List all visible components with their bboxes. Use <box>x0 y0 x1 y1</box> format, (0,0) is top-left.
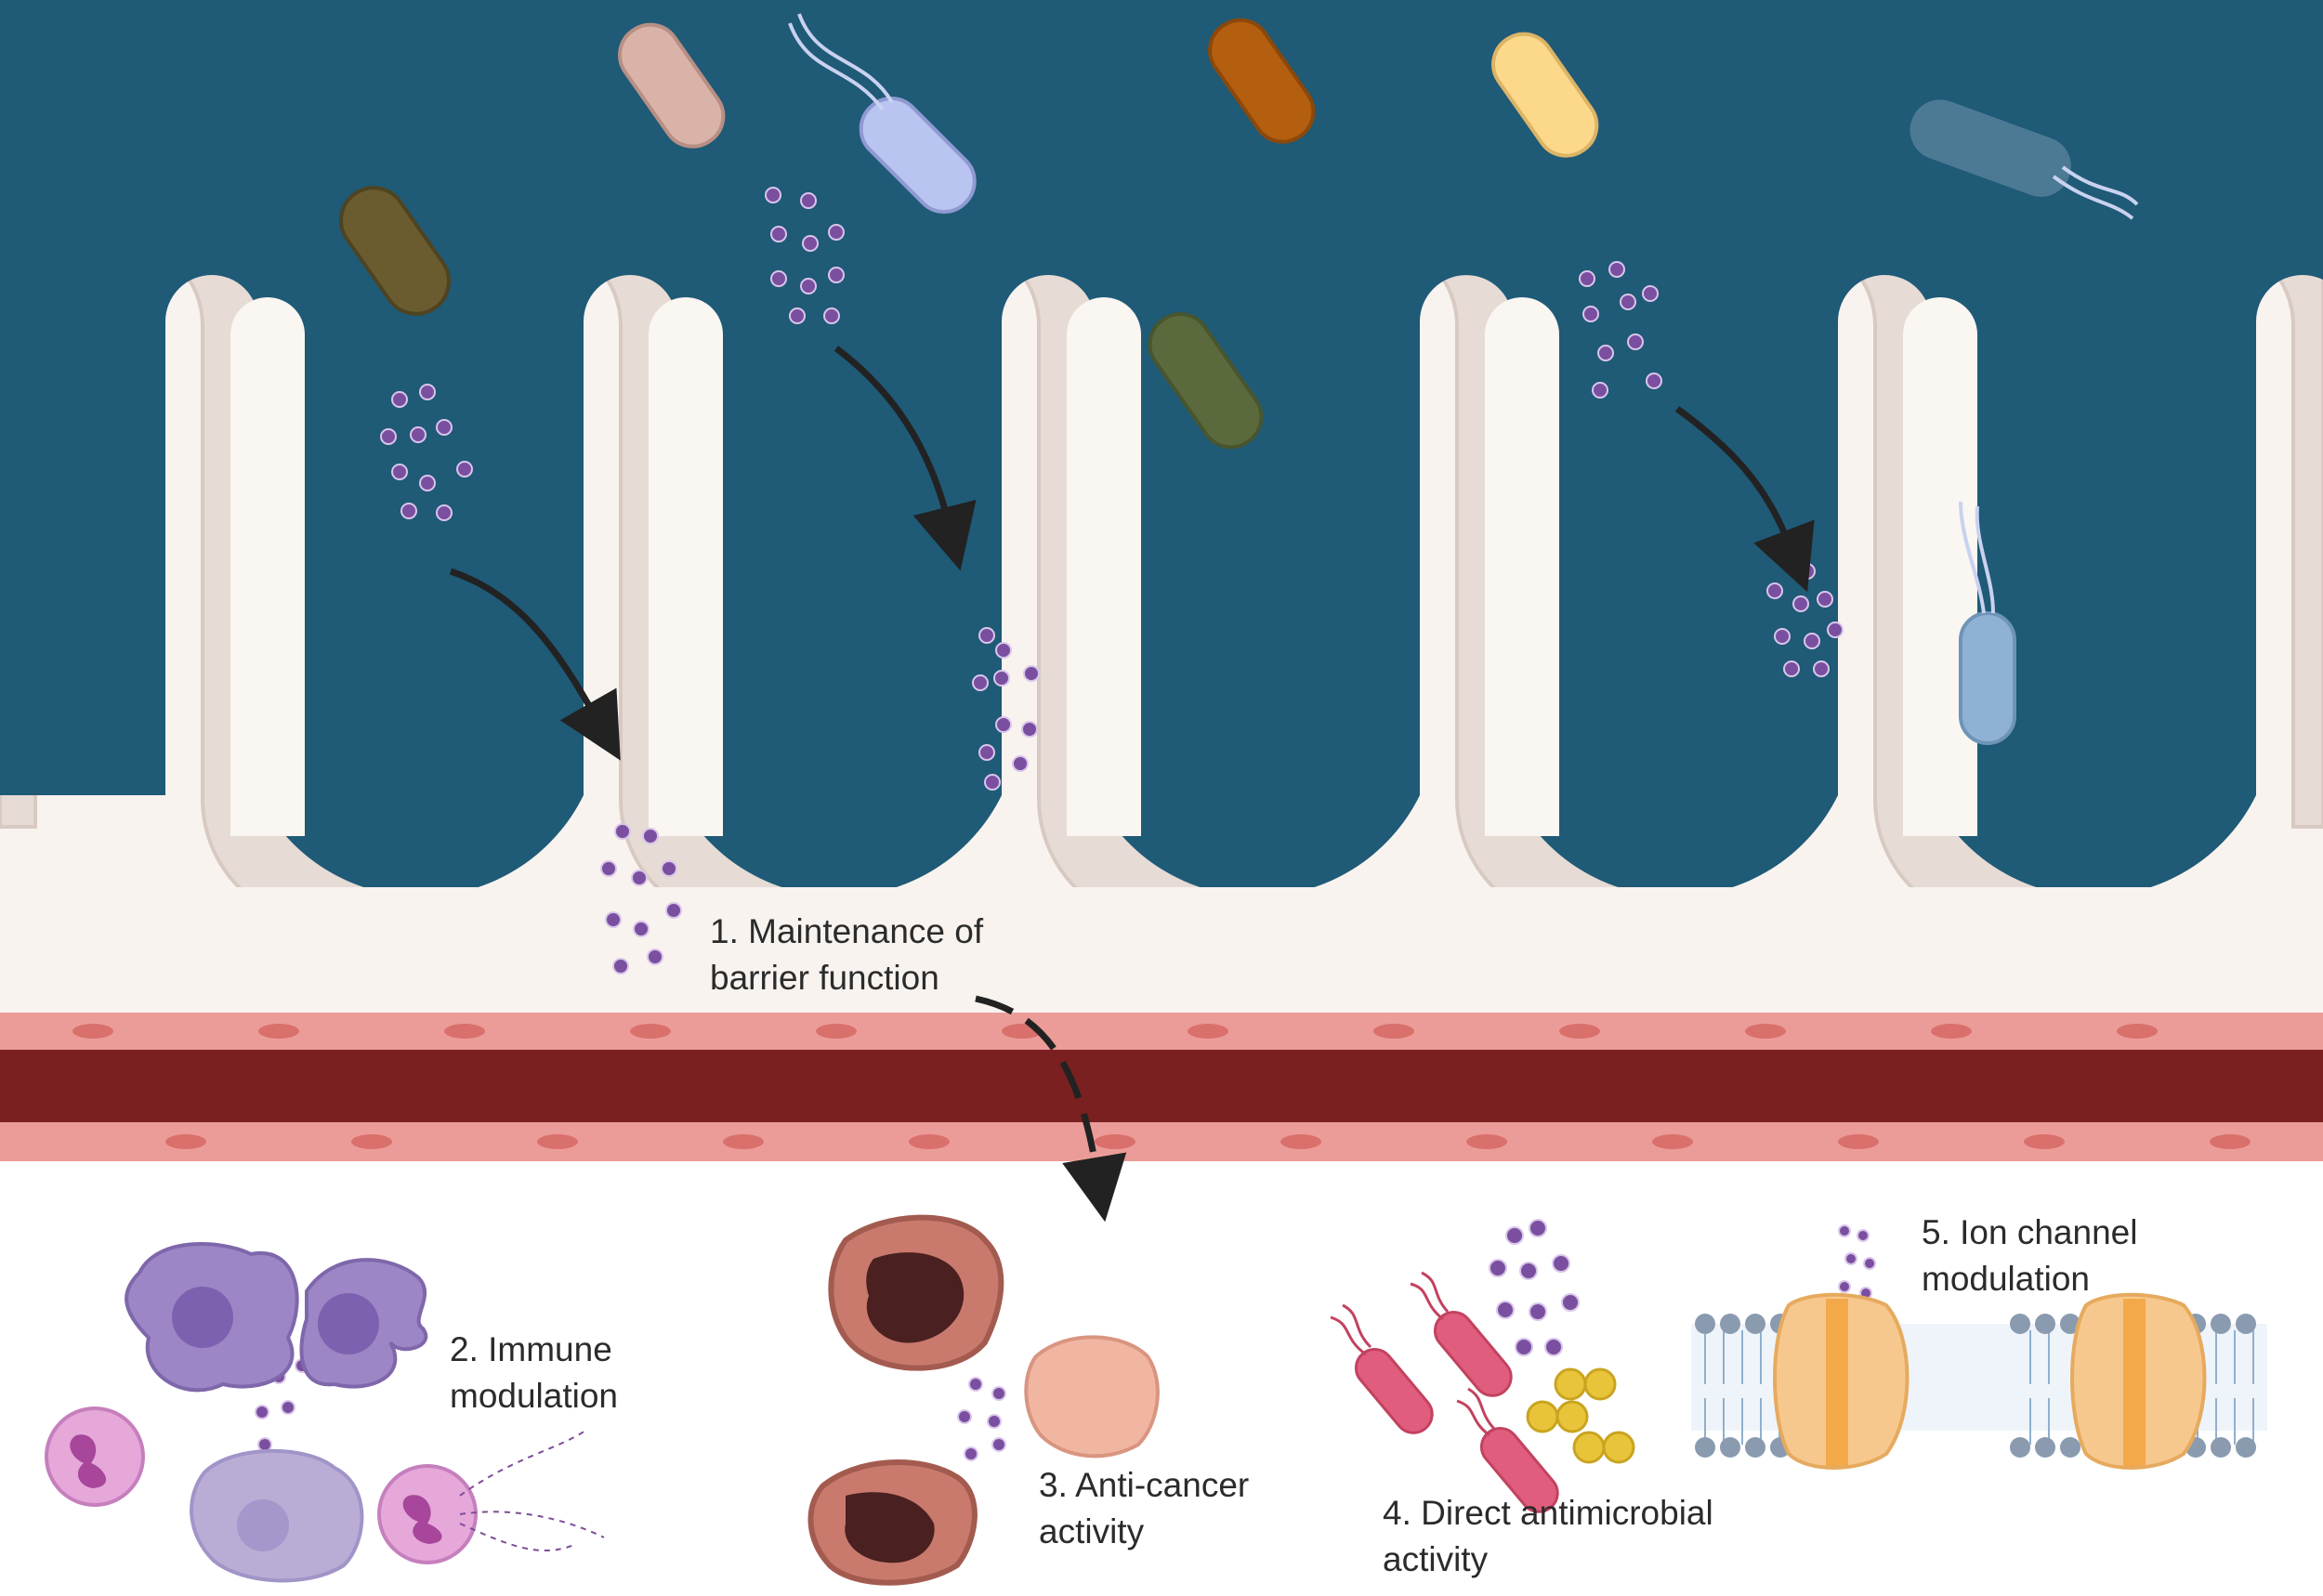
label-barrier-function: 1. Maintenance of barrier function <box>710 909 983 1001</box>
villus-cores <box>230 297 1977 837</box>
label-ion-line-2: modulation <box>1922 1260 2091 1298</box>
rod-bacterium-icon <box>339 18 2071 745</box>
ion-channel-icon <box>1773 1292 2207 1470</box>
label-cancer-line-1: 3. Anti-cancer <box>1039 1466 1250 1504</box>
curved-arrow-icon <box>449 346 1815 1223</box>
label-ion-line-1: 5. Ion channel <box>1922 1213 2138 1251</box>
label-antimicrobial-line-1: 4. Direct antimicrobial <box>1383 1494 1713 1532</box>
flagellated-bacterium-icon <box>788 13 2139 614</box>
label-barrier-line-1: 1. Maintenance of <box>710 912 984 950</box>
peptide-cluster-icon <box>242 187 1876 1461</box>
label-anti-cancer: 3. Anti-cancer activity <box>1039 1462 1249 1555</box>
label-cancer-line-2: activity <box>1039 1512 1145 1550</box>
label-antimicrobial: 4. Direct antimicrobial activity <box>1383 1490 1713 1583</box>
blood-vessel <box>0 1013 2323 1161</box>
label-ion-channel: 5. Ion channel modulation <box>1922 1210 2137 1302</box>
label-immune-line-1: 2. Immune <box>450 1330 612 1368</box>
label-barrier-line-2: barrier function <box>710 959 939 997</box>
label-immune-modulation: 2. Immune modulation <box>450 1327 618 1419</box>
rod-bacterium-icon <box>1354 1310 1559 1513</box>
label-immune-line-2: modulation <box>450 1377 619 1415</box>
macrophage-icon <box>125 1242 428 1583</box>
neutrophil-icon <box>45 1406 605 1564</box>
tumor-icon <box>807 1214 1160 1586</box>
coccus-bacterium-icon <box>1526 1367 1635 1464</box>
flagellated-bacterium-icon <box>1330 1271 1496 1437</box>
label-antimicrobial-line-2: activity <box>1383 1540 1489 1578</box>
